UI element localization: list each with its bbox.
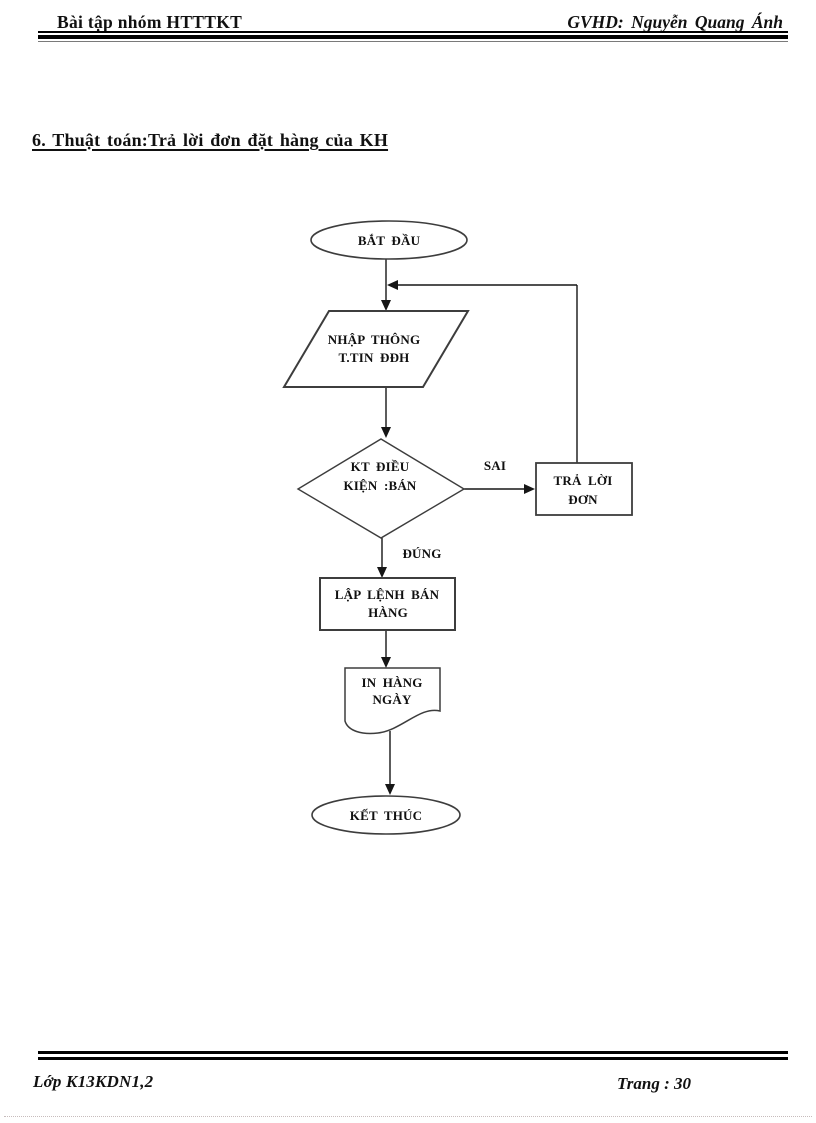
end-terminator	[311, 795, 461, 835]
header-left-text: Bài tập nhóm HTTTKT	[57, 12, 243, 32]
arrowhead-into-document	[381, 657, 391, 668]
header-thin-rule	[38, 41, 788, 42]
decision-label-line2: KIỆN :BÁN	[343, 478, 416, 493]
header-underline-rule	[38, 31, 788, 33]
input-parallelogram	[282, 310, 470, 388]
reply-label-line1: TRẢ LỜI	[554, 473, 613, 488]
input-label-line2: T.TIN ĐĐH	[338, 350, 409, 365]
footer-left-text: Lớp K13KDN1,2	[33, 1072, 154, 1091]
false-branch-label: SAI	[484, 458, 506, 473]
arrowhead-feedback-left	[387, 280, 398, 290]
footer-rule-bottom	[38, 1057, 788, 1060]
page-bottom-dotted-rule	[4, 1116, 812, 1117]
document-label-line2: NGÀY	[372, 692, 411, 707]
end-label: KẾT THÚC	[350, 808, 422, 823]
header-right-text: GVHD: Nguyễn Quang Ánh	[567, 12, 783, 32]
process-label-line1: LẬP LỆNH BÁN	[335, 587, 440, 602]
document-label-line1: IN HÀNG	[361, 675, 422, 690]
start-label: BẮT ĐẦU	[358, 233, 421, 248]
input-label-line1: NHẬP THÔNG	[328, 332, 421, 347]
reply-rectangle	[535, 462, 633, 516]
decision-label-line1: KT ĐIỀU	[351, 459, 410, 474]
footer-rule-top	[38, 1051, 788, 1054]
reply-label-line2: ĐƠN	[568, 492, 598, 507]
section-heading: 6. Thuật toán:Trả lời đơn đặt hàng của K…	[32, 130, 389, 150]
process-label-line2: HÀNG	[368, 605, 408, 620]
header-thick-rule	[38, 35, 788, 39]
arrowhead-into-process	[377, 567, 387, 578]
start-terminator	[310, 220, 468, 260]
arrowhead-into-end	[385, 784, 395, 795]
process-rectangle	[319, 577, 456, 631]
arrowhead-into-input	[381, 300, 391, 311]
flowchart-edges	[377, 259, 578, 795]
footer-right-text: Trang : 30	[617, 1074, 691, 1093]
arrowhead-into-decision	[381, 427, 391, 438]
arrowhead-into-reply	[524, 484, 535, 494]
true-branch-label: ĐÚNG	[402, 546, 441, 561]
decision-diamond	[296, 438, 466, 539]
document-shape	[344, 667, 441, 735]
